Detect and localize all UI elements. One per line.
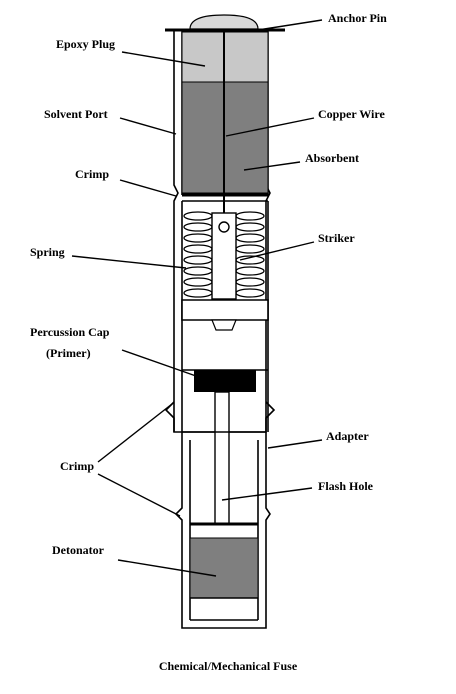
- lower-tube: [164, 391, 276, 629]
- adapter-outer-wall-right: [265, 401, 276, 432]
- upper-tube: [165, 14, 285, 433]
- leader-crimp-upper: [119, 179, 177, 197]
- adapter-outer-wall: [164, 401, 175, 432]
- label-spring: Spring: [30, 245, 65, 259]
- striker-head: [181, 299, 269, 321]
- flash-tube: [214, 391, 230, 525]
- leader-percussion-cap: [121, 349, 197, 377]
- leader-epoxy-plug: [121, 51, 206, 67]
- leader-anchor-pin: [257, 19, 323, 31]
- leader-solvent-port: [119, 117, 177, 135]
- striker-tip: [211, 319, 237, 331]
- label-percussion-cap: Percussion Cap: [30, 325, 110, 339]
- leader-copper-wire: [225, 117, 315, 137]
- label-flash-hole: Flash Hole: [318, 479, 374, 493]
- leader-crimp-lower-2: [97, 473, 181, 517]
- label-epoxy-plug: Epoxy Plug: [56, 37, 115, 51]
- detonator: [189, 537, 259, 599]
- leader-absorbent: [243, 161, 301, 171]
- leader-adapter: [267, 439, 323, 449]
- labels: Anchor Pin Epoxy Plug Copper Wire Solven…: [30, 11, 387, 673]
- diagram-caption: Chemical/Mechanical Fuse: [159, 659, 298, 673]
- lower-tube-outer-wall: [174, 432, 271, 629]
- leader-spring: [71, 255, 187, 269]
- label-crimp-lower: Crimp: [60, 459, 94, 473]
- leader-flash-hole: [221, 487, 313, 501]
- leader-lines: [71, 19, 323, 577]
- percussion-cap: [194, 370, 256, 392]
- label-striker: Striker: [318, 231, 355, 245]
- label-anchor-pin: Anchor Pin: [328, 11, 387, 25]
- label-crimp-upper: Crimp: [75, 167, 109, 181]
- label-primer: (Primer): [46, 346, 91, 360]
- label-adapter: Adapter: [326, 429, 369, 443]
- anchor-pin-head: [189, 14, 259, 30]
- label-detonator: Detonator: [52, 543, 105, 557]
- leader-detonator: [117, 559, 217, 577]
- leader-crimp-lower-1: [97, 403, 173, 463]
- label-copper-wire: Copper Wire: [318, 107, 385, 121]
- leader-striker: [239, 241, 315, 261]
- striker-eye: [218, 221, 230, 233]
- label-solvent-port: Solvent Port: [44, 107, 108, 121]
- label-absorbent: Absorbent: [305, 151, 359, 165]
